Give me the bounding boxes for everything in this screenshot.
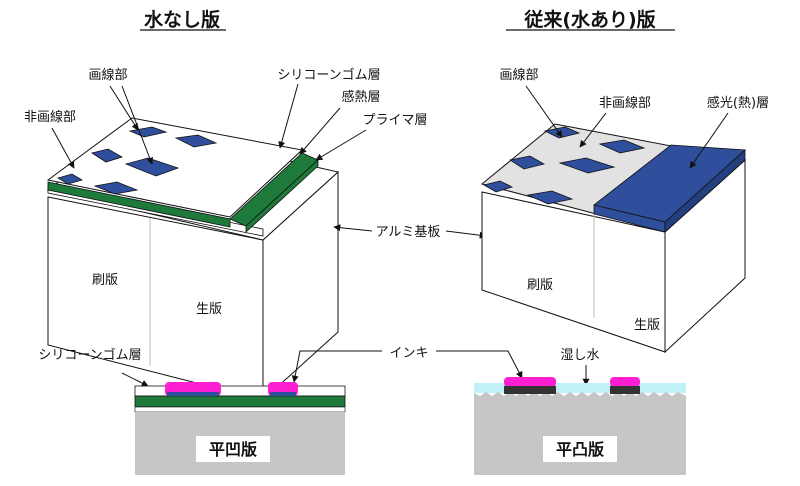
cross-substrate-right [474, 392, 686, 475]
arrow-ink-left [291, 350, 382, 383]
waterless-plate-block [46, 117, 340, 402]
label-bg-recessed [196, 436, 270, 462]
image-layer [504, 386, 556, 394]
label-dampening-water: 湿し水 [560, 348, 599, 363]
label-heat-layer: 感熱層 [341, 89, 380, 105]
label-primer-layer: プライマ層 [362, 113, 427, 128]
arrow-non-image-right [579, 112, 607, 148]
image-dot [57, 173, 83, 185]
image-dot [508, 155, 546, 170]
image-dot [174, 134, 218, 148]
image-dot [124, 157, 180, 177]
label-photosensitive: 感光(熱)層 [707, 95, 769, 111]
arrow-image-area-left-2 [121, 85, 154, 165]
ink-blob [610, 377, 640, 387]
label-non-image-left: 非画線部 [24, 109, 76, 125]
conventional-plate-block [480, 123, 747, 354]
label-non-image-right: 非画線部 [599, 95, 651, 111]
label-raw-plate-left: 生版 [196, 302, 222, 317]
image-layer [610, 386, 640, 394]
cross-thin-layer [134, 406, 346, 413]
arrow-primer-layer [315, 129, 367, 161]
title-waterless: 水なし版 [144, 8, 220, 31]
arrow-ink-right [436, 350, 523, 379]
label-planographic-raised: 平凸版 [556, 440, 604, 459]
arrow-image-area-right [525, 85, 563, 138]
arrow-non-image-left [51, 127, 75, 169]
ink-blob [504, 377, 556, 387]
cross-primer-layer [134, 395, 346, 408]
arrow-image-area-left-1 [109, 85, 139, 131]
ink-base [167, 392, 219, 396]
arrow-silicone-cross [121, 372, 149, 387]
image-dot [558, 157, 616, 174]
label-image-area-right: 画線部 [499, 67, 538, 83]
label-silicone-cross: シリコーンゴム層 [38, 347, 141, 363]
arrow-silicone-layer [278, 83, 299, 149]
label-image-area-left: 画線部 [88, 67, 127, 83]
arrow-aluminum-right [445, 230, 487, 239]
image-dot [526, 190, 574, 205]
title-conventional: 従来(水あり)版 [523, 8, 655, 31]
label-ink: インキ [389, 346, 428, 361]
label-silicone-layer-left: シリコーンゴム層 [277, 67, 380, 83]
cross-section-raised: 平凸版 [474, 377, 686, 475]
photosensitive-layer-side [664, 149, 746, 233]
image-dot [598, 139, 646, 154]
label-aluminum-substrate: アルミ基板 [376, 225, 441, 240]
arrow-heat-layer [299, 107, 341, 155]
image-dot [93, 181, 139, 195]
water-film [474, 383, 686, 393]
waterless-primer-side-2 [245, 159, 319, 233]
cross-section-recessed: 平凹版 [134, 382, 346, 475]
arrow-aluminum-left [333, 224, 373, 232]
ink-base [270, 392, 296, 396]
label-bg-raised [543, 436, 617, 462]
label-raw-plate-right: 生版 [634, 318, 660, 333]
label-planographic-recessed: 平凹版 [209, 440, 257, 459]
arrow-photosensitive [689, 112, 729, 169]
label-printed-plate-left: 刷版 [92, 273, 118, 288]
image-dot [482, 180, 514, 193]
waterless-primer-front [47, 181, 231, 228]
image-dot [91, 148, 123, 163]
label-printed-plate-right: 刷版 [527, 278, 553, 293]
